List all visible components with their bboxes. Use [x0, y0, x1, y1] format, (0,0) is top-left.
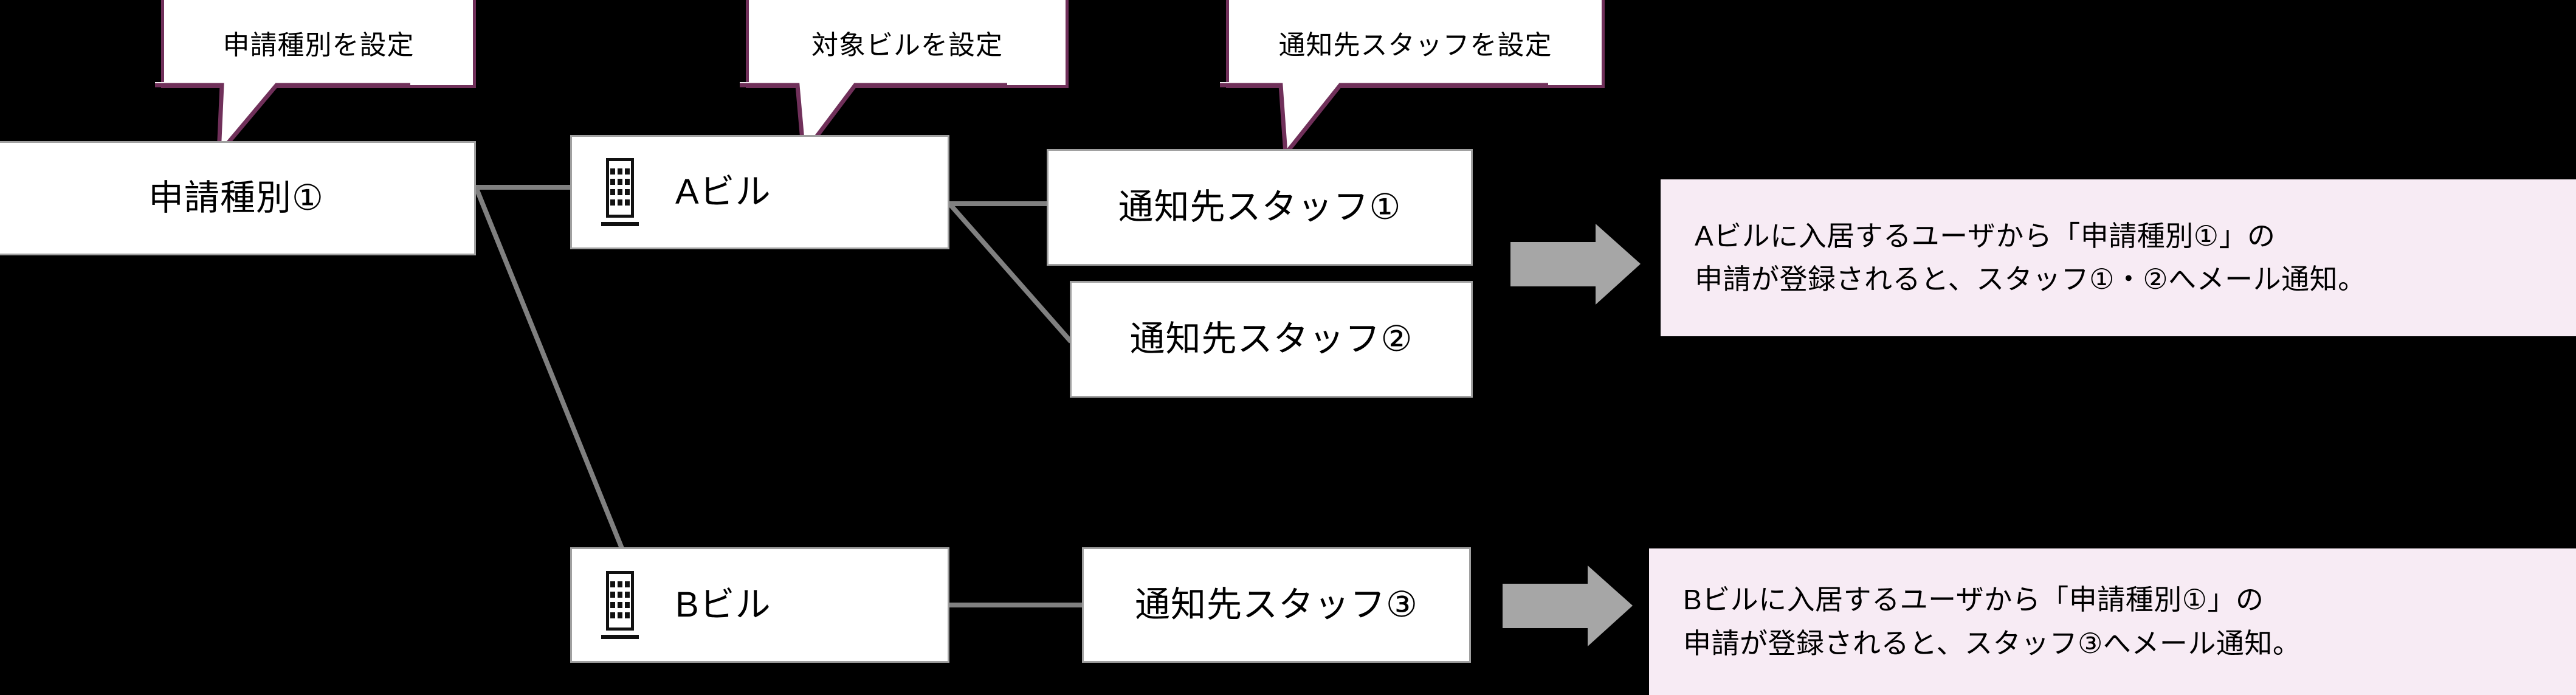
node-staff-3[interactable]: 通知先スタッフ③	[1082, 547, 1471, 663]
building-icon	[601, 158, 639, 226]
connector-buildinga-to-staff2	[947, 202, 1073, 344]
note-building-a-line-2: 申請が登録されると、スタッフ①・②へメール通知。	[1695, 263, 2366, 295]
building-icon	[601, 571, 639, 639]
callout-notify-staff-text: 通知先スタッフを設定	[1278, 30, 1552, 60]
note-building-b: Bビルに入居するユーザから「申請種別①」の 申請が登録されると、スタッフ③へメー…	[1649, 548, 2576, 695]
node-staff-2[interactable]: 通知先スタッフ②	[1070, 281, 1473, 398]
node-building-b[interactable]: Bビル	[570, 547, 949, 663]
callout-application-type-text: 申請種別を設定	[222, 30, 415, 60]
callout-application-type: 申請種別を設定	[161, 0, 476, 88]
node-building-a[interactable]: Aビル	[570, 135, 949, 249]
callout-target-building-text: 対象ビルを設定	[811, 30, 1003, 60]
note-building-b-line-2: 申請が登録されると、スタッフ③へメール通知。	[1683, 627, 2301, 659]
right-arrow-icon	[1503, 565, 1633, 646]
callout-target-building: 対象ビルを設定	[746, 0, 1069, 88]
node-staff-1[interactable]: 通知先スタッフ①	[1047, 149, 1473, 266]
node-staff-2-label: 通知先スタッフ②	[1129, 319, 1413, 359]
node-staff-3-label: 通知先スタッフ③	[1135, 585, 1418, 624]
note-building-a: Aビルに入居するユーザから「申請種別①」の 申請が登録されると、スタッフ①・②へ…	[1661, 179, 2576, 336]
callout-notify-staff: 通知先スタッフを設定	[1226, 0, 1605, 88]
note-building-a-line-1: Aビルに入居するユーザから「申請種別①」の	[1695, 220, 2276, 252]
node-building-a-label: Aビル	[675, 172, 771, 212]
node-application-type-1[interactable]: 申請種別①	[0, 141, 476, 255]
connector-apptype-to-buildingb	[474, 186, 648, 608]
note-building-b-line-1: Bビルに入居するユーザから「申請種別①」の	[1683, 584, 2264, 616]
right-arrow-icon	[1510, 224, 1641, 305]
node-building-b-label: Bビル	[675, 585, 771, 624]
node-application-type-1-label: 申請種別①	[148, 178, 324, 218]
node-staff-1-label: 通知先スタッフ①	[1118, 187, 1402, 227]
